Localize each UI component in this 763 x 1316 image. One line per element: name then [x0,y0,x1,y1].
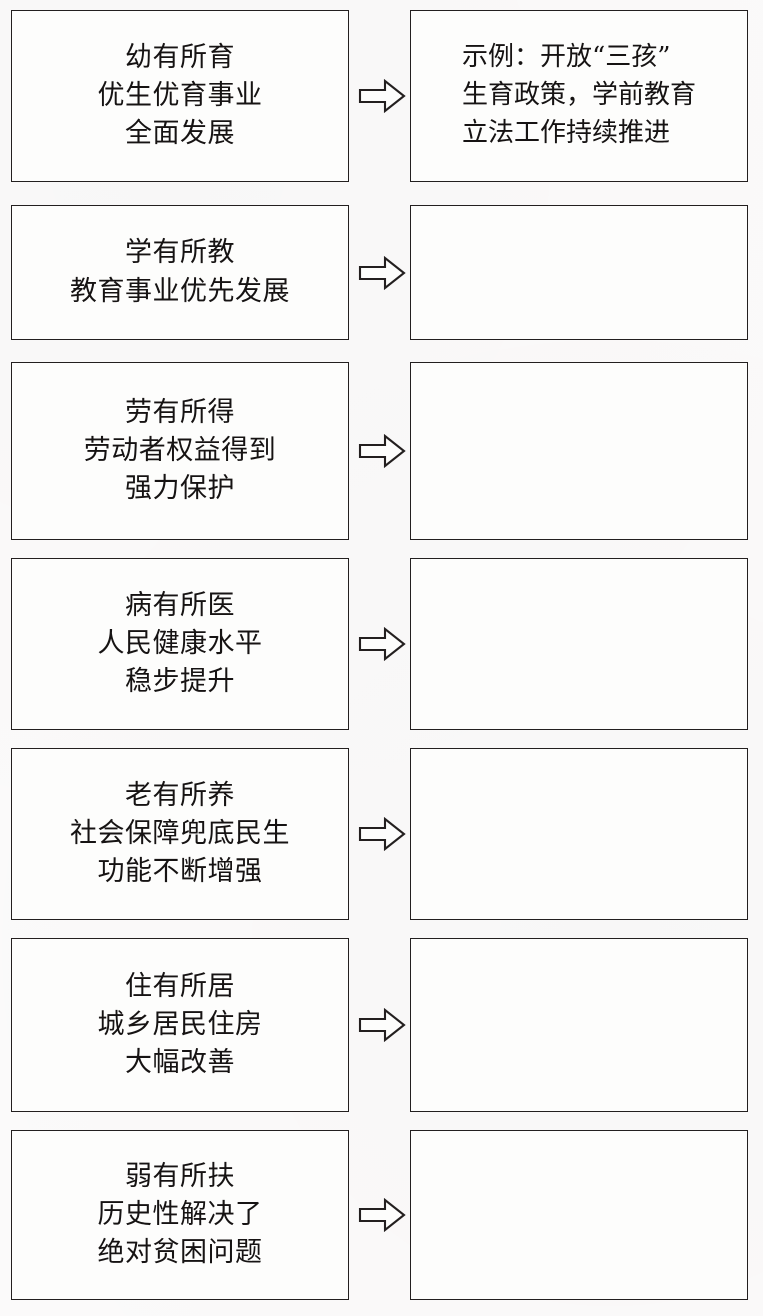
left-box[interactable]: 老有所养社会保障兜底民生功能不断增强 [11,748,349,920]
arrow-right-icon [356,938,408,1112]
left-box-line: 全面发展 [125,118,235,150]
right-box[interactable] [410,558,748,730]
left-box-line: 优生优育事业 [97,79,263,111]
right-box-text: 示例：开放“三孩” 生育政策，学前教育立法工作持续推进 [456,39,702,153]
arrow-right-icon [356,205,408,340]
left-box-line: 劳有所得 [125,396,235,428]
left-box-line: 教育事业优先发展 [70,275,290,307]
arrow-right-icon [356,1130,408,1300]
left-box-text: 老有所养社会保障兜底民生功能不断增强 [70,777,290,892]
arrow-right-icon [356,10,408,182]
right-box-line: 生育政策，学前教育 [461,80,696,111]
left-box-line: 历史性解决了 [97,1198,263,1230]
left-box-text: 病有所医人民健康水平稳步提升 [98,587,263,702]
left-box-line: 稳步提升 [125,666,235,698]
left-box-text: 劳有所得劳动者权益得到强力保护 [84,394,277,509]
left-box[interactable]: 幼有所育优生优育事业全面发展 [11,10,349,182]
left-box-line: 强力保护 [125,473,235,505]
right-box-line: 立法工作持续推进 [461,117,670,148]
left-box[interactable]: 学有所教教育事业优先发展 [11,205,349,340]
right-box[interactable] [410,748,748,920]
left-box-line: 学有所教 [125,237,235,269]
left-box[interactable]: 病有所医人民健康水平稳步提升 [11,558,349,730]
left-box-line: 幼有所育 [125,41,235,73]
left-box-text: 学有所教教育事业优先发展 [70,234,290,311]
left-box[interactable]: 弱有所扶历史性解决了绝对贫困问题 [11,1130,349,1300]
diagram-row: 病有所医人民健康水平稳步提升 [0,558,763,730]
left-box-text: 幼有所育优生优育事业全面发展 [98,39,263,154]
left-box-line: 住有所居 [125,970,235,1002]
diagram-row: 住有所居城乡居民住房大幅改善 [0,938,763,1112]
left-box-line: 社会保障兜底民生 [70,817,290,849]
right-box[interactable] [410,938,748,1112]
diagram-row: 老有所养社会保障兜底民生功能不断增强 [0,748,763,920]
left-box-line: 弱有所扶 [125,1160,235,1192]
left-box-line: 功能不断增强 [97,856,263,888]
left-box-line: 绝对贫困问题 [97,1237,263,1269]
right-box[interactable] [410,205,748,340]
left-box[interactable]: 劳有所得劳动者权益得到强力保护 [11,362,349,540]
diagram-row: 弱有所扶历史性解决了绝对贫困问题 [0,1130,763,1300]
diagram-row: 幼有所育优生优育事业全面发展 示例：开放“三孩” 生育政策，学前教育立法工作持续推进 [0,10,763,182]
left-box-line: 城乡居民住房 [97,1008,263,1040]
right-box[interactable] [410,1130,748,1300]
left-box-line: 病有所医 [125,589,235,621]
left-box-text: 住有所居城乡居民住房大幅改善 [98,968,263,1083]
right-box[interactable] [410,362,748,540]
arrow-right-icon [356,362,408,540]
arrow-right-icon [356,558,408,730]
arrow-right-icon [356,748,408,920]
left-box-line: 老有所养 [125,779,235,811]
left-box[interactable]: 住有所居城乡居民住房大幅改善 [11,938,349,1112]
diagram-row: 学有所教教育事业优先发展 [0,205,763,340]
left-box-line: 劳动者权益得到 [83,434,277,466]
left-box-line: 人民健康水平 [97,627,263,659]
right-box-line: 示例：开放“三孩” [461,42,671,73]
left-box-text: 弱有所扶历史性解决了绝对贫困问题 [98,1158,263,1273]
right-box[interactable]: 示例：开放“三孩” 生育政策，学前教育立法工作持续推进 [410,10,748,182]
diagram-row: 劳有所得劳动者权益得到强力保护 [0,362,763,540]
left-box-line: 大幅改善 [125,1047,235,1079]
